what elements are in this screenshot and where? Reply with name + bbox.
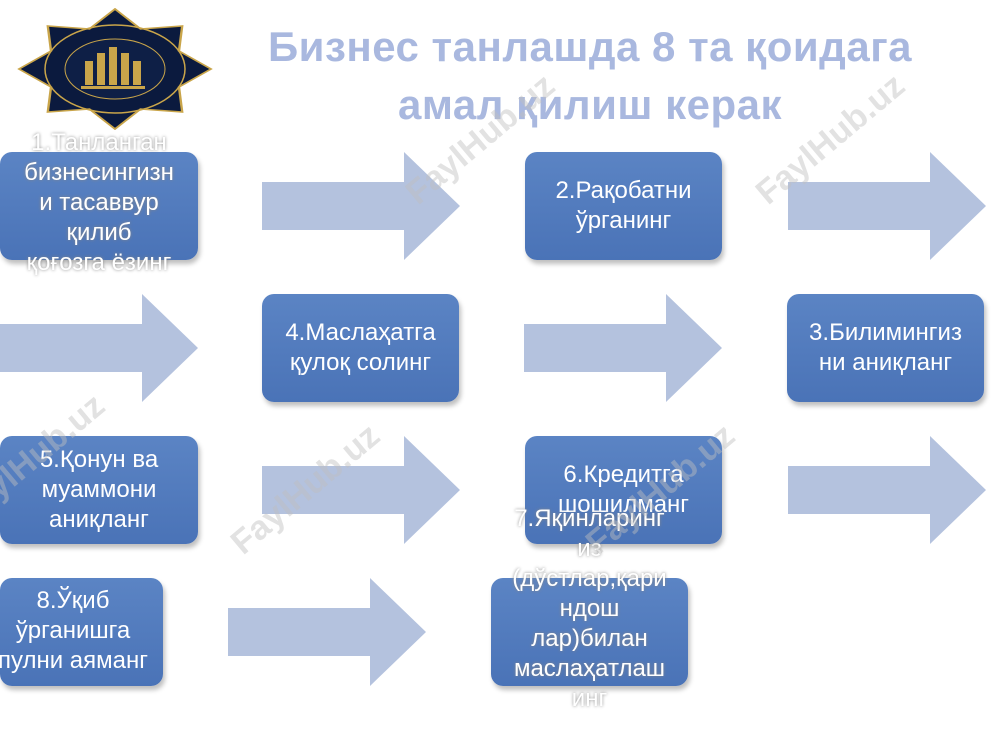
title-line-1: Бизнес танлашда 8 та қоидага <box>267 23 913 70</box>
logo-bars-icon <box>81 47 145 89</box>
rule-box-2: 2.Рақобатни ўрганинг <box>525 152 722 260</box>
rule-box-1: 1.Танланган бизнесингизн и тасаввур қили… <box>0 129 198 276</box>
rule-text-5: 5.Қонун ва муаммони аниқланг <box>39 446 159 533</box>
rule-box-8: 8.Ўқиб ўрганишга пулни аяманг <box>0 578 163 686</box>
arrow-3 <box>0 294 198 402</box>
rule-box-7: 7.Яқинларинг из (дўстлар,қари ндош лар)б… <box>491 505 688 712</box>
rule-text-8: 8.Ўқиб ўрганишга пулни аяманг <box>0 587 148 674</box>
arrow-7 <box>228 578 426 686</box>
rule-box-4: 4.Маслаҳатга қулоқ солинг <box>262 294 459 402</box>
rule-text-2: 2.Рақобатни ўрганинг <box>555 177 692 234</box>
rule-box-6: 6.Кредитга шошилманг <box>525 436 722 544</box>
rule-text-7: 7.Яқинларинг из (дўстлар,қари ндош лар)б… <box>512 505 667 712</box>
arrow-5 <box>262 436 460 544</box>
arrow-4 <box>524 294 722 402</box>
title-line-2: амал қилиш керак <box>397 81 782 128</box>
rule-text-6: 6.Кредитга шошилманг <box>557 461 690 518</box>
rule-text-3: 3.Билимингиз ни аниқланг <box>809 319 962 376</box>
arrow-2 <box>788 152 986 260</box>
rule-text-1: 1.Танланган бизнесингизн и тасаввур қили… <box>24 129 174 276</box>
arrow-6 <box>788 436 986 544</box>
rule-text-4: 4.Маслаҳатга қулоқ солинг <box>285 319 436 376</box>
arrow-1 <box>262 152 460 260</box>
rule-box-5: 5.Қонун ва муаммони аниқланг <box>0 436 198 544</box>
page-title: Бизнес танлашда 8 та қоидага амал қилиш … <box>230 18 950 134</box>
rule-box-3: 3.Билимингиз ни аниқланг <box>787 294 984 402</box>
school-logo <box>17 8 213 130</box>
